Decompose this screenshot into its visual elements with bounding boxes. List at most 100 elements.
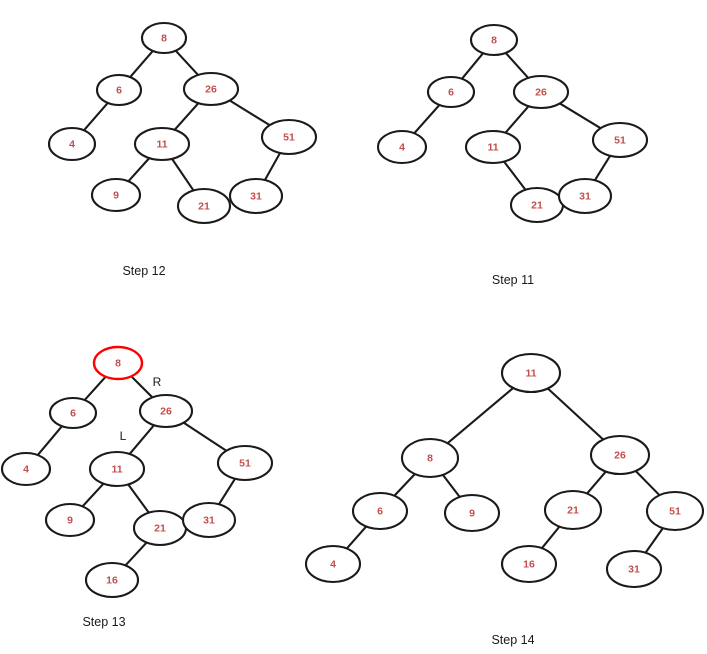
tree-edge xyxy=(124,541,148,567)
node-value-label: 51 xyxy=(669,506,681,518)
tree-node[interactable]: 21 xyxy=(132,509,188,547)
tree-node[interactable]: 8 xyxy=(469,23,519,57)
tree-edge xyxy=(82,101,109,132)
tree-edge xyxy=(460,52,485,80)
tree-edge xyxy=(446,386,515,445)
node-outline xyxy=(138,393,194,429)
node-outline xyxy=(500,544,558,584)
step-caption-step-13: Step 13 xyxy=(82,615,125,629)
tree-node[interactable]: 11 xyxy=(464,129,522,165)
node-outline xyxy=(84,561,140,599)
node-value-label: 31 xyxy=(250,191,262,203)
tree-node[interactable]: 9 xyxy=(44,502,96,538)
node-outline xyxy=(426,75,476,109)
node-outline xyxy=(182,71,240,107)
tree-node[interactable]: 11 xyxy=(133,126,191,162)
tree-node[interactable]: 11 xyxy=(88,450,146,488)
tree-node[interactable]: 26 xyxy=(512,74,570,110)
node-value-label: 4 xyxy=(69,139,75,151)
tree-edge xyxy=(345,525,368,550)
tree-node[interactable]: 6 xyxy=(48,396,98,430)
node-value-label: 8 xyxy=(491,35,497,47)
tree-node[interactable]: 31 xyxy=(605,549,663,589)
node-value-label: 6 xyxy=(116,85,122,97)
tree-edge xyxy=(504,105,530,134)
node-value-label: 26 xyxy=(614,450,626,462)
node-value-label: 6 xyxy=(448,87,454,99)
node-value-label: 16 xyxy=(106,575,118,587)
tree-edge xyxy=(585,470,607,495)
tree-node[interactable]: 11 xyxy=(500,352,562,394)
tree-node[interactable]: 8 xyxy=(140,21,188,55)
tree-edge xyxy=(413,103,441,135)
tree-node[interactable]: 4 xyxy=(47,126,97,162)
node-value-label: 9 xyxy=(469,508,475,520)
node-value-label: 11 xyxy=(525,368,536,380)
tree-node[interactable]: 51 xyxy=(645,490,705,532)
tree-edge xyxy=(546,387,605,441)
step-caption-step-14: Step 14 xyxy=(491,633,534,647)
tree-node[interactable]: 31 xyxy=(228,177,284,215)
tree-node[interactable]: 8 xyxy=(92,345,144,381)
tree-edge xyxy=(173,102,200,131)
tree-node[interactable]: 26 xyxy=(182,71,240,107)
node-value-label: 21 xyxy=(154,523,166,535)
node-outline xyxy=(48,396,98,430)
tree-node[interactable]: 51 xyxy=(216,444,274,482)
tree-edge xyxy=(127,483,150,514)
tree-node[interactable]: 8 xyxy=(400,437,460,479)
node-outline xyxy=(47,126,97,162)
tree-node[interactable]: 26 xyxy=(138,393,194,429)
node-outline xyxy=(469,23,519,57)
node-outline xyxy=(44,502,96,538)
node-outline xyxy=(0,451,52,487)
node-outline xyxy=(90,177,142,213)
tree-node[interactable]: 4 xyxy=(0,451,52,487)
tree-node[interactable]: 16 xyxy=(500,544,558,584)
tree-node[interactable]: 31 xyxy=(181,501,237,539)
node-value-label: 31 xyxy=(203,515,215,527)
tree-node[interactable]: 9 xyxy=(443,493,501,533)
tree-node[interactable]: 4 xyxy=(304,544,362,584)
tree-node[interactable]: 4 xyxy=(376,129,428,165)
edge-direction-label: L xyxy=(120,429,127,443)
tree-node[interactable]: 21 xyxy=(176,187,232,225)
tree-edge xyxy=(81,482,105,508)
node-value-label: 31 xyxy=(628,564,640,576)
tree-node[interactable]: 9 xyxy=(90,177,142,213)
tree-node[interactable]: 21 xyxy=(543,489,603,531)
node-value-label: 11 xyxy=(487,142,498,154)
tree-node[interactable]: 26 xyxy=(589,434,651,476)
tree-edge xyxy=(174,49,200,77)
node-outline xyxy=(181,501,237,539)
tree-node[interactable]: 51 xyxy=(591,121,649,159)
tree-edge xyxy=(171,157,195,192)
node-value-label: 21 xyxy=(198,201,210,213)
tree-edge xyxy=(558,102,602,130)
node-outline xyxy=(543,489,603,531)
tree-node[interactable]: 16 xyxy=(84,561,140,599)
node-outline xyxy=(140,21,188,55)
edge-direction-label: R xyxy=(153,375,162,389)
step-caption-step-11: Step 11 xyxy=(492,273,534,287)
tree-edge xyxy=(504,51,530,79)
edges-layer xyxy=(36,49,664,567)
tree-node[interactable]: 6 xyxy=(351,491,409,531)
tree-edge xyxy=(503,160,527,191)
tree-edge xyxy=(130,375,154,399)
tree-node[interactable]: 6 xyxy=(426,75,476,109)
node-outline xyxy=(228,177,284,215)
node-value-label: 31 xyxy=(579,191,591,203)
tree-edge xyxy=(228,99,271,127)
tree-node[interactable]: 21 xyxy=(509,186,565,224)
node-outline xyxy=(512,74,570,110)
tree-node[interactable]: 31 xyxy=(557,177,613,215)
tree-node[interactable]: 51 xyxy=(260,118,318,156)
node-outline xyxy=(500,352,562,394)
tree-edge xyxy=(128,424,156,456)
tree-node[interactable]: 6 xyxy=(95,73,143,107)
tree-edge xyxy=(634,469,661,497)
node-value-label: 21 xyxy=(531,200,543,212)
